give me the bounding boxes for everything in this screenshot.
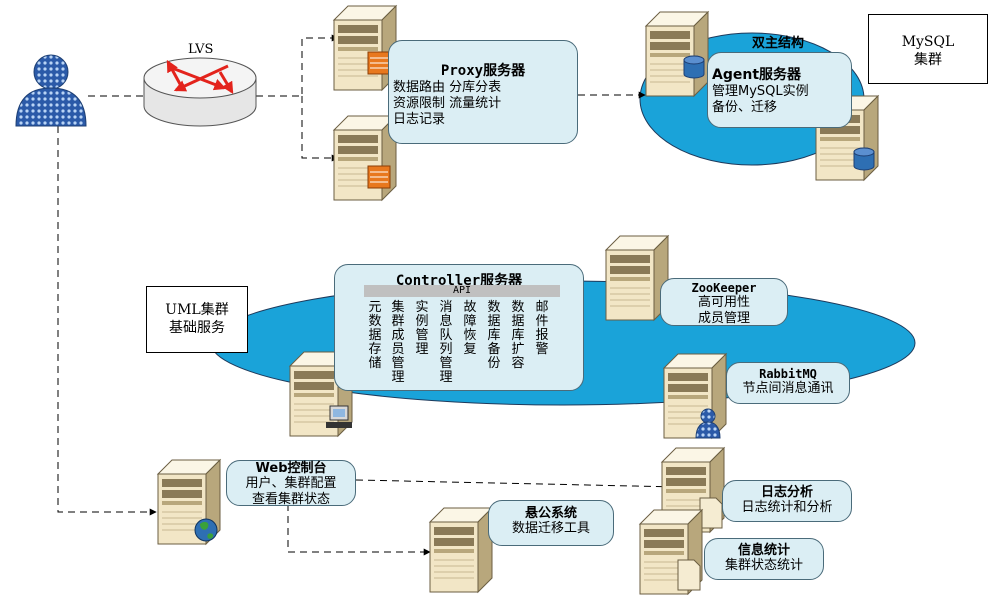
rabbitmq-line-1: 节点间消息通讯: [742, 381, 834, 396]
proxy-line-1: 数据路由 分库分表: [393, 80, 502, 95]
mysql-cluster-label: MySQL 集群: [868, 14, 988, 84]
controller-col-8: 邮件报警: [535, 300, 549, 357]
user-icon: [15, 54, 87, 127]
migration-server-icon: [429, 507, 493, 593]
zookeeper-line-1: 高可用性: [697, 295, 750, 310]
controller-col-1: 元数据存储: [368, 300, 382, 371]
zookeeper-server-icon: [605, 235, 669, 321]
proxy-line-3: 日志记录: [393, 112, 446, 127]
web-line-1: 用户、集群配置: [245, 476, 337, 491]
user-to-web-line: [57, 126, 157, 516]
zookeeper-box: ZooKeeper 高可用性 成员管理: [660, 278, 788, 326]
zookeeper-line-2: 成员管理: [697, 311, 750, 326]
mysql-cluster-line-1: MySQL: [901, 34, 955, 50]
migration-title: 悬公系统: [524, 506, 577, 521]
stats-box: 信息统计 集群状态统计: [704, 538, 824, 580]
web-title: Web控制台: [255, 461, 327, 476]
log-title: 日志分析: [760, 485, 813, 500]
controller-api-bar: API: [364, 285, 560, 297]
proxy-server-box: Proxy服务器 数据路由 分库分表 资源限制 流量统计 日志记录: [388, 40, 578, 144]
lvs-to-proxy2-line: [301, 96, 339, 162]
web-to-migration-line: [287, 504, 431, 556]
agent-title: Agent服务器: [712, 67, 802, 83]
controller-server-icon: [289, 351, 353, 437]
uml-cluster-line-1: UML集群: [165, 302, 229, 318]
agent-line-2: 备份、迁移: [712, 100, 778, 115]
stats-server-icon: [639, 509, 703, 595]
rabbitmq-box: RabbitMQ 节点间消息通讯: [726, 362, 850, 404]
controller-col-7: 数据库扩容: [511, 300, 525, 371]
mysql-server-1-icon: [645, 11, 709, 97]
controller-col-3: 实例管理: [415, 300, 429, 357]
controller-col-4: 消息队列管理: [439, 300, 453, 385]
controller-col-2: 集群成员管理: [391, 300, 405, 385]
agent-server-box: Agent服务器 管理MySQL实例 备份、迁移: [707, 52, 852, 128]
proxy-line-2: 资源限制 流量统计: [393, 96, 502, 111]
rabbitmq-title: RabbitMQ: [759, 367, 817, 381]
lvs-to-proxy-line: [256, 34, 339, 97]
router-icon: [143, 57, 257, 127]
migration-box: 悬公系统 数据迁移工具: [488, 500, 614, 546]
web-server-icon: [157, 459, 221, 545]
stats-line-1: 集群状态统计: [724, 558, 803, 573]
mysql-cluster-line-2: 集群: [914, 52, 942, 68]
web-line-2: 查看集群状态: [251, 492, 330, 507]
proxy-server-1-icon: [333, 5, 397, 91]
stats-title: 信息统计: [737, 543, 790, 558]
web-console-box: Web控制台 用户、集群配置 查看集群状态: [226, 460, 356, 507]
proxy-server-2-icon: [333, 115, 397, 201]
rabbitmq-server-icon: [663, 353, 727, 439]
lvs-label: LVS: [188, 42, 214, 57]
zookeeper-title: ZooKeeper: [691, 281, 757, 295]
controller-col-6: 数据库备份: [487, 300, 501, 371]
web-to-log-line: [355, 479, 681, 491]
uml-cluster-line-2: 基础服务: [169, 320, 225, 336]
dual-master-label: 双主结构: [752, 36, 805, 51]
agent-line-1: 管理MySQL实例: [712, 84, 809, 99]
controller-col-5: 故障恢复: [463, 300, 477, 357]
controller-server-box: Controller服务器 API 元数据存储 集群成员管理 实例管理 消息队列…: [334, 264, 584, 391]
proxy-title: Proxy服务器: [440, 63, 526, 79]
migration-line-1: 数据迁移工具: [511, 521, 590, 536]
log-line-1: 日志统计和分析: [741, 500, 833, 515]
uml-cluster-label: UML集群 基础服务: [146, 286, 248, 353]
log-analysis-box: 日志分析 日志统计和分析: [722, 480, 852, 522]
